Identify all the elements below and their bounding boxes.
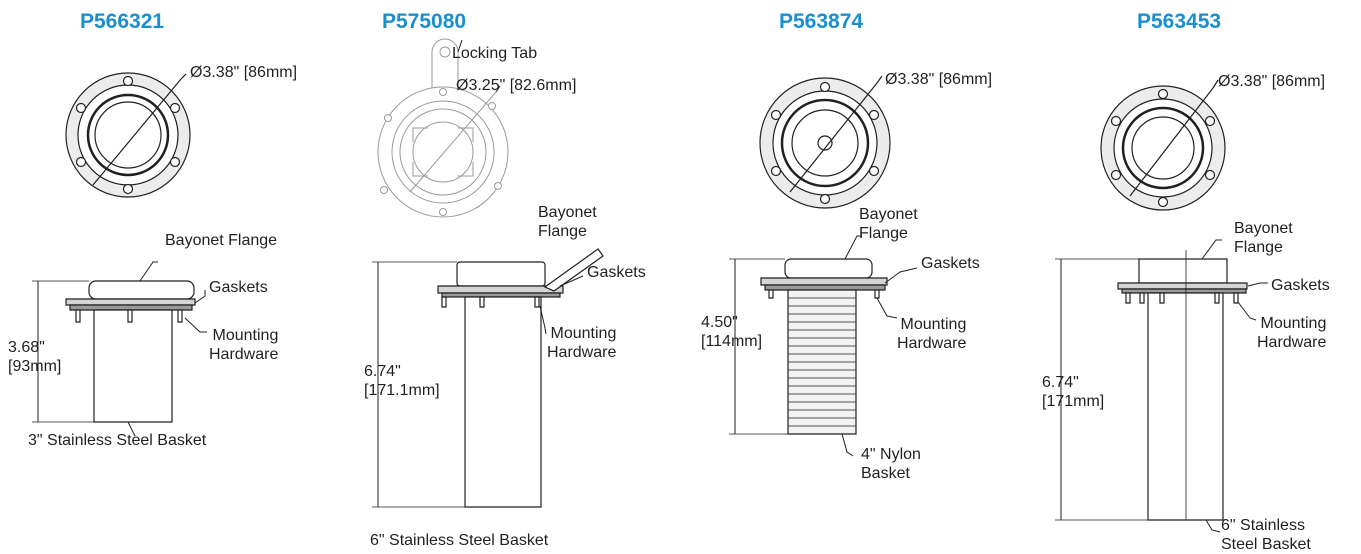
gasket-label: Gaskets [587, 264, 646, 281]
hardware-label: Mounting Hardware [209, 327, 279, 363]
flange-label: Bayonet Flange [165, 232, 278, 249]
gasket-label: Gaskets [921, 255, 980, 272]
diameter-label: Ø3.38" [86mm] [1218, 73, 1326, 90]
height-label: 6.74" [171mm] [1042, 374, 1105, 410]
hardware-label: Mounting Hardware [1257, 315, 1327, 351]
diagram-p563874: P563874 [685, 0, 1030, 554]
basket-label: 4" Nylon Basket [861, 446, 921, 482]
flange-label: Bayonet Flange [859, 206, 918, 242]
basket-label: 3" Stainless Steel Basket [28, 432, 207, 449]
height-label: 3.68" [93mm] [8, 339, 62, 375]
basket-label: 6" Stainless Steel Basket [1221, 517, 1311, 553]
flange-label: Bayonet Flange [538, 204, 597, 240]
diagram-p563453: P563453 [1030, 0, 1361, 554]
technical-drawing [1030, 0, 1361, 554]
diameter-label: Ø3.38" [86mm] [885, 71, 993, 88]
diameter-label: Ø3.38" [86mm] [190, 64, 298, 81]
flange-label: Bayonet Flange [1234, 220, 1293, 256]
hardware-label: Mounting Hardware [897, 316, 967, 352]
locking-tab-label: Locking Tab [452, 45, 538, 62]
basket-label: 6" Stainless Steel Basket [370, 532, 549, 549]
hardware-label: Mounting Hardware [547, 325, 617, 361]
height-label: 6.74" [171.1mm] [364, 363, 440, 399]
diagram-p566321: P566321 [0, 0, 340, 554]
part-number: P566321 [80, 10, 165, 33]
technical-drawing [0, 0, 340, 554]
technical-drawing [685, 0, 1030, 554]
height-label: 4.50" [114mm] [701, 314, 763, 350]
gasket-label: Gaskets [209, 279, 268, 296]
gasket-label: Gaskets [1271, 277, 1330, 294]
diameter-label: Ø3.25" [82.6mm] [456, 77, 577, 94]
technical-drawing [340, 0, 685, 554]
part-number: P575080 [382, 10, 467, 33]
part-number: P563453 [1137, 10, 1222, 33]
part-number: P563874 [779, 10, 864, 33]
diagram-p575080: P575080 [340, 0, 685, 554]
